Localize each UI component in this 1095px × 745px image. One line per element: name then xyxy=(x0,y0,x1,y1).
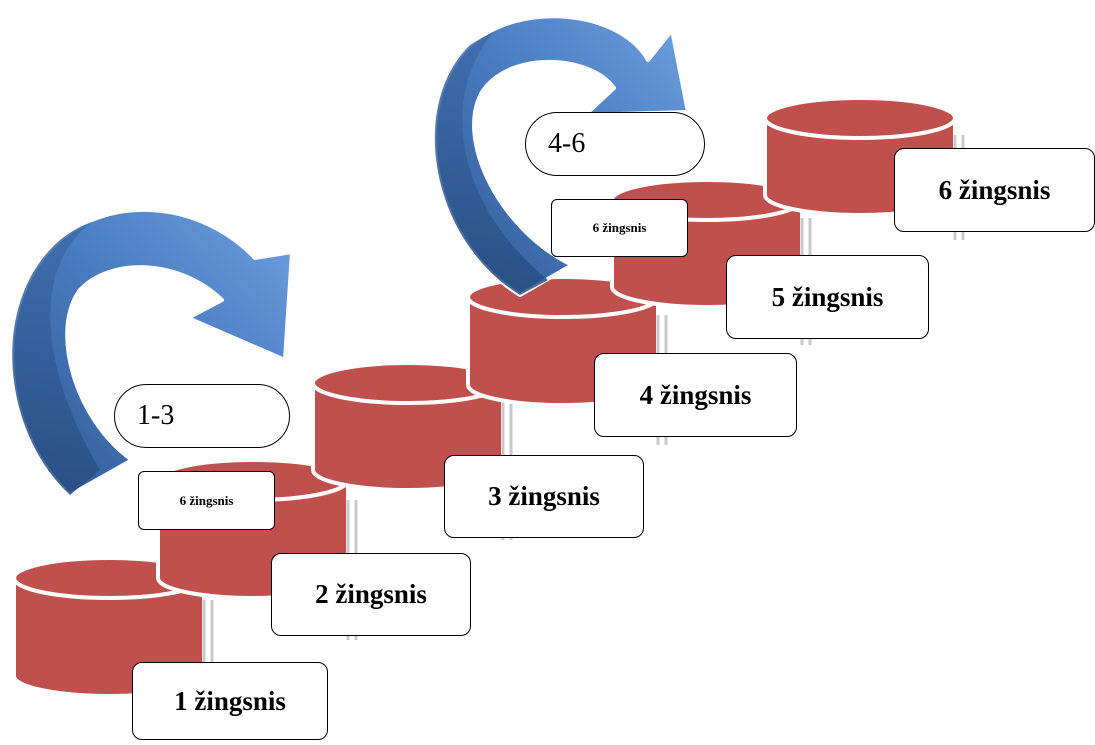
curved-arrow-2 xyxy=(432,14,690,297)
arrow-2-tag: 6 žingsnis xyxy=(551,199,688,257)
range-pill-4-6: 4-6 xyxy=(525,112,705,176)
step-label-4: 4 žingsnis xyxy=(594,353,797,437)
range-pill-1-3: 1-3 xyxy=(114,384,290,448)
arrow-1-tag: 6 žingsnis xyxy=(138,471,275,530)
step-drum-1 xyxy=(12,556,214,740)
step-label-3: 3 žingsnis xyxy=(444,455,644,538)
step-label-1: 1 žingsnis xyxy=(132,662,328,740)
step-label-2: 2 žingsnis xyxy=(271,553,471,636)
step-label-5: 5 žingsnis xyxy=(726,255,929,339)
step-label-6: 6 žingsnis xyxy=(894,148,1095,232)
curved-arrow-1 xyxy=(10,207,294,497)
